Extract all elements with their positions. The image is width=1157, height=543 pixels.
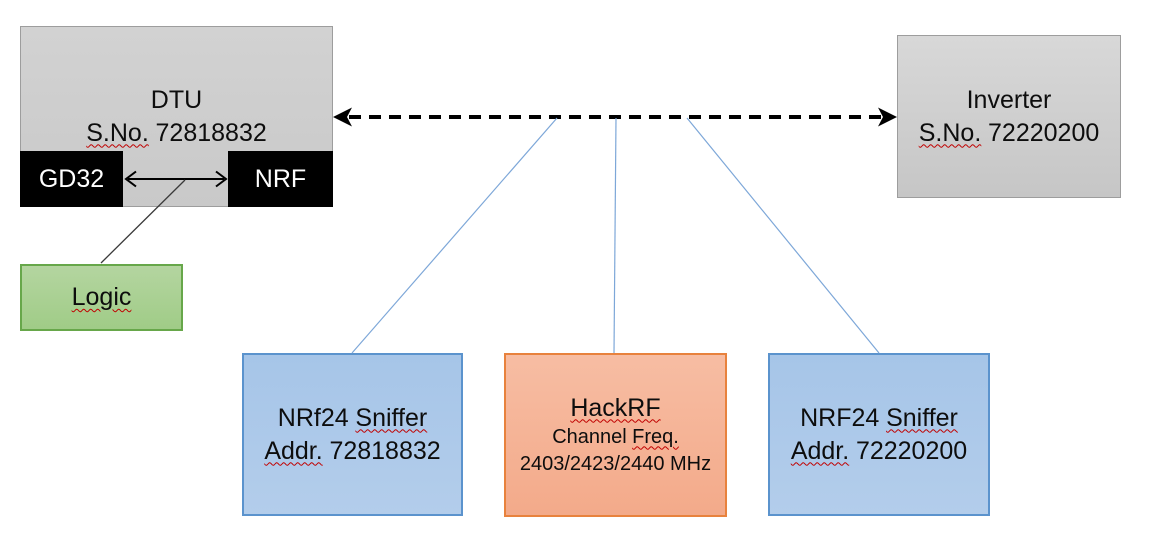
sniffer-right-model: NRF24 xyxy=(800,403,880,432)
sniffer-left-title: NRf24 Sniffer xyxy=(278,402,427,435)
hackrf-subtitle: Channel Freq. xyxy=(552,424,679,451)
sniffer-right-addr-line: Addr. 72220200 xyxy=(791,435,967,468)
dtu-title: DTU xyxy=(150,85,203,114)
sniffer-left-addr-value: 72818832 xyxy=(329,436,441,465)
tap-line-sniffer-left xyxy=(351,117,558,354)
dtu-inverter-dashed-arrow xyxy=(333,107,897,127)
hackrf-node: HackRF Channel Freq. 2403/2423/2440 MHz xyxy=(504,353,727,517)
arrowhead-right-icon xyxy=(878,107,897,127)
nrf-label: NRF xyxy=(254,164,307,193)
inverter-serial-line: S.No. 72220200 xyxy=(919,117,1100,150)
logic-analyzer-node: Logic xyxy=(20,264,183,331)
sniffer-right-addr-label: Addr. xyxy=(790,436,850,465)
inverter-title: Inverter xyxy=(966,85,1052,114)
hackrf-subtitle-word2: Freq. xyxy=(632,425,679,448)
sniffer-right-role: Sniffer xyxy=(886,403,958,432)
dtu-serial-line: S.No. 72818832 xyxy=(86,117,267,150)
dtu-serial-label: S.No. xyxy=(86,118,149,147)
inverter-node: Inverter S.No. 72220200 xyxy=(897,35,1121,198)
arrowhead-left-icon xyxy=(333,107,352,127)
sniffer-left-addr-line: Addr. 72818832 xyxy=(264,435,440,468)
inverter-serial-label: S.No. xyxy=(918,118,982,147)
tap-line-hackrf xyxy=(613,117,617,354)
nrf-chip: NRF xyxy=(228,151,333,207)
hackrf-frequencies: 2403/2423/2440 MHz xyxy=(519,452,712,475)
inverter-serial-number: 72220200 xyxy=(988,118,1100,147)
gd32-label: GD32 xyxy=(38,164,105,193)
sniffer-right-title: NRF24 Sniffer xyxy=(800,402,958,435)
sniffer-left-addr-label: Addr. xyxy=(264,436,323,465)
sniffer-right-addr-value: 72220200 xyxy=(855,436,968,465)
gd32-chip: GD32 xyxy=(20,151,123,207)
logic-label: Logic xyxy=(71,283,132,311)
hackrf-subtitle-word1: Channel xyxy=(552,425,627,448)
sniffer-left-node: NRf24 Sniffer Addr. 72818832 xyxy=(242,353,463,516)
hackrf-title: HackRF xyxy=(570,393,661,422)
sniffer-right-node: NRF24 Sniffer Addr. 72220200 xyxy=(768,353,990,516)
sniffer-left-role: Sniffer xyxy=(355,403,428,432)
sniffer-left-model: NRf24 xyxy=(277,403,349,432)
dtu-serial-number: 72818832 xyxy=(155,118,267,147)
tap-line-sniffer-right xyxy=(686,117,880,354)
